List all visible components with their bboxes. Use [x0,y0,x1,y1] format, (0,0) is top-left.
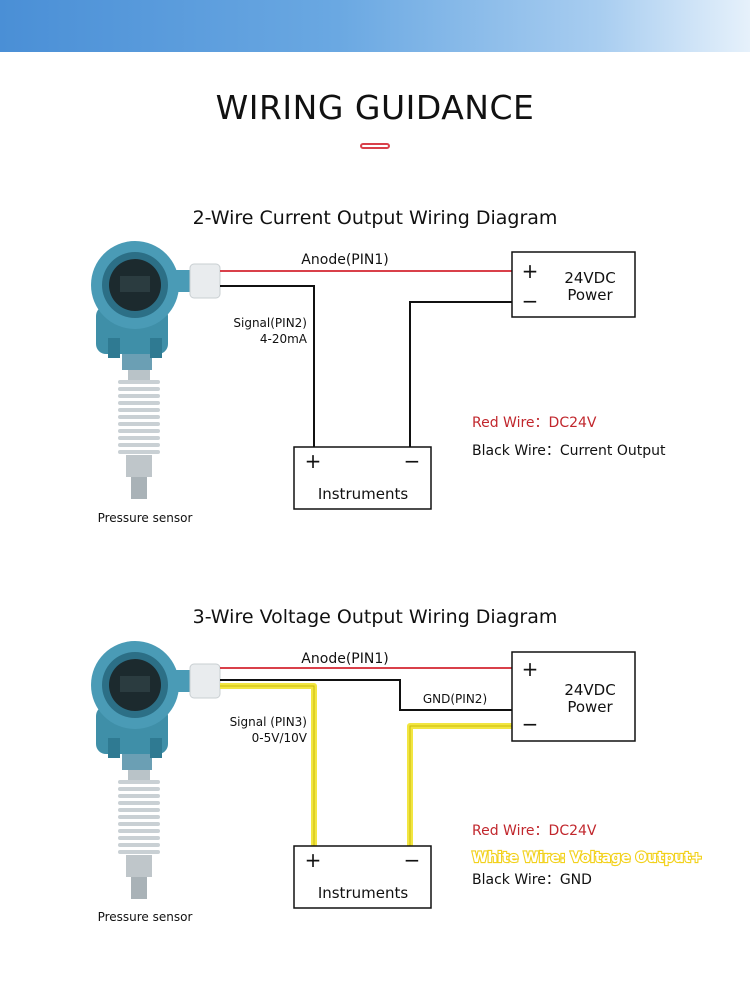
instruments-minus-sign: − [404,848,421,872]
signal-pin-label: Signal (PIN3) [230,715,307,729]
sensor-hex-nut [126,855,152,877]
diagram-3wire: Pressure sensor Anode(PIN1) GND(PIN2) Si… [91,641,703,924]
section-title-2wire: 2-Wire Current Output Wiring Diagram [192,207,558,229]
power-supply-box [511,251,636,318]
black-wire-power-negative [409,301,512,448]
legend-black-wire: Black Wire：GND [472,872,592,888]
power-label: Power [567,286,613,304]
yellow-wire-negative-core [409,725,512,846]
signal-pin-label: Signal(PIN2) [233,316,307,330]
power-label: Power [567,698,613,716]
gnd-label: GND(PIN2) [423,692,487,706]
top-banner [0,0,750,52]
instruments-box [293,446,432,510]
legend-white-wire: White Wire: Voltage Output+ [472,850,702,866]
black-wire-gnd [220,679,512,711]
signal-range-label: 0-5V/10V [252,731,308,745]
section-title-3wire: 3-Wire Voltage Output Wiring Diagram [192,606,558,628]
power-voltage-label: 24VDC [564,269,615,287]
sensor-hex-nut [126,455,152,477]
anode-label: Anode(PIN1) [301,651,388,667]
title-underline-mark [360,143,390,149]
sensor-label: Pressure sensor [98,511,193,525]
page-title: WIRING GUIDANCE [215,88,535,127]
power-voltage-label: 24VDC [564,681,615,699]
yellow-wire-signal-core [220,685,315,846]
sensor-thread [131,877,147,899]
instruments-plus-sign: + [305,449,322,473]
sensor-collar [128,370,150,380]
sensor-collar [128,770,150,780]
power-plus-sign: + [522,259,539,283]
legend-black-wire: Black Wire：Current Output [472,443,666,459]
pressure-sensor-icon [91,641,221,899]
power-plus-sign: + [522,657,539,681]
cable-gland [189,263,221,299]
sensor-cooling-fins [118,380,160,454]
power-supply-box [511,651,636,742]
instruments-box [293,845,432,909]
sensor-thread [131,477,147,499]
diagram-2wire: Pressure sensor Anode(PIN1) Signal(PIN2)… [91,241,666,525]
sensor-label: Pressure sensor [98,910,193,924]
black-wire-signal [220,285,315,448]
power-minus-sign: − [522,712,539,736]
instruments-plus-sign: + [305,848,322,872]
signal-range-label: 4-20mA [260,332,308,346]
cable-gland [189,663,221,699]
legend-red-wire: Red Wire：DC24V [472,823,597,839]
instruments-label: Instruments [318,485,409,503]
yellow-wire-signal [220,683,317,846]
power-minus-sign: − [522,289,539,313]
pressure-sensor-icon [91,241,221,499]
anode-label: Anode(PIN1) [301,252,388,268]
legend-red-wire: Red Wire：DC24V [472,415,597,431]
instruments-label: Instruments [318,884,409,902]
instruments-minus-sign: − [404,449,421,473]
sensor-cooling-fins [118,780,160,854]
